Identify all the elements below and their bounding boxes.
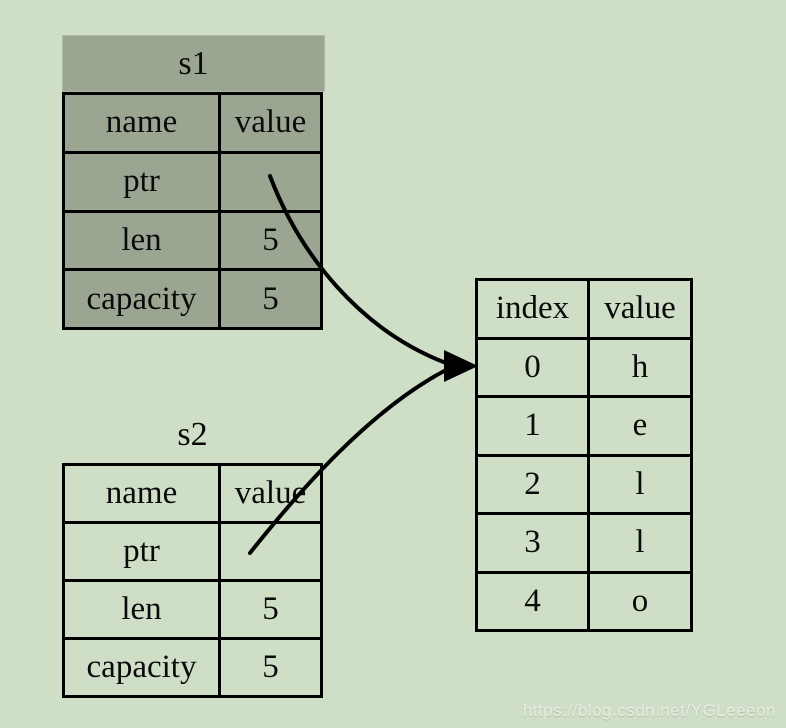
s2-ptr-value xyxy=(218,521,323,582)
heap-header-index: index xyxy=(475,278,590,340)
s2-len-label: len xyxy=(62,579,221,640)
s1-table: name value ptr len 5 capacity 5 xyxy=(62,92,323,330)
watermark: https://blog.csdn.net/YGLeeeon xyxy=(522,701,776,720)
s2-header-value: value xyxy=(218,463,323,524)
s1-capacity-value: 5 xyxy=(218,268,323,330)
heap-index-2: 2 xyxy=(475,453,590,515)
heap-table: index value 0 h 1 e 2 l 3 l 4 o xyxy=(475,278,693,632)
s1-header-name: name xyxy=(62,92,221,154)
heap-header-value: value xyxy=(587,278,693,340)
heap-value-o: o xyxy=(587,570,693,632)
heap-value-e: e xyxy=(587,395,693,457)
s2-table: name value ptr len 5 capacity 5 xyxy=(62,463,323,698)
s2-capacity-value: 5 xyxy=(218,637,323,698)
table-row: 4 o xyxy=(475,570,693,632)
table-row: capacity 5 xyxy=(62,268,323,330)
heap-index-0: 0 xyxy=(475,336,590,398)
heap-value-l1: l xyxy=(587,453,693,515)
table-row: name value xyxy=(62,92,323,154)
table-row: ptr xyxy=(62,521,323,582)
s1-header-value: value xyxy=(218,92,323,154)
table-row: 2 l xyxy=(475,453,693,515)
s1-ptr-label: ptr xyxy=(62,150,221,213)
s2-ptr-label: ptr xyxy=(62,521,221,582)
table-row: len 5 xyxy=(62,209,323,272)
heap-value-l2: l xyxy=(587,512,693,574)
table-row: 1 e xyxy=(475,395,693,457)
s2-header-name: name xyxy=(62,463,221,524)
heap-value-h: h xyxy=(587,336,693,398)
table-row: ptr xyxy=(62,150,323,213)
table-row: 3 l xyxy=(475,512,693,574)
heap-index-4: 4 xyxy=(475,570,590,632)
s1-capacity-label: capacity xyxy=(62,268,221,330)
arrowhead-icon xyxy=(444,350,478,382)
s1-len-value: 5 xyxy=(218,209,323,272)
heap-index-1: 1 xyxy=(475,395,590,457)
table-row: name value xyxy=(62,463,323,524)
s1-title-bar: s1 xyxy=(62,35,325,92)
s2-title: s2 xyxy=(177,416,208,453)
s2-capacity-label: capacity xyxy=(62,637,221,698)
table-row: index value xyxy=(475,278,693,340)
table-row: capacity 5 xyxy=(62,637,323,698)
s1-ptr-value xyxy=(218,150,323,213)
s2-len-value: 5 xyxy=(218,579,323,640)
heap-index-3: 3 xyxy=(475,512,590,574)
table-row: 0 h xyxy=(475,336,693,398)
s1-title: s1 xyxy=(178,44,209,82)
s1-len-label: len xyxy=(62,209,221,272)
table-row: len 5 xyxy=(62,579,323,640)
